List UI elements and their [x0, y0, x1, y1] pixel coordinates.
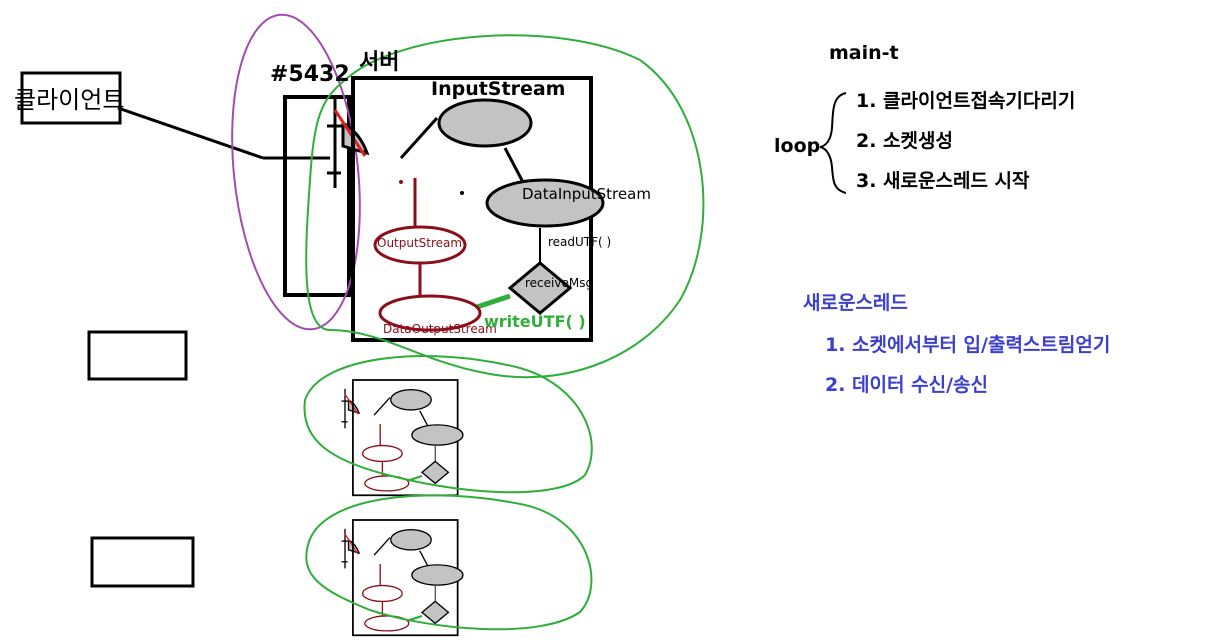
data-output-stream-label: DataOutputStream — [383, 322, 497, 336]
thread-title: 새로운스레드 — [803, 292, 908, 314]
green-loop-copy-1 — [303, 355, 593, 494]
client-box — [20, 71, 122, 125]
step-2: 2. 소켓생성 — [856, 130, 953, 152]
thread-step-1: 1. 소켓에서부터 입/출력스트림얻기 — [825, 334, 1111, 356]
dot — [399, 180, 403, 184]
port-label: #5432 — [270, 62, 350, 87]
dot — [460, 191, 464, 195]
green-loop-main — [305, 34, 705, 379]
input-stream-label: InputStream — [431, 78, 566, 100]
data-input-stream-label: DataInputStream — [522, 185, 651, 203]
loop-label: loop — [774, 135, 821, 157]
green-loop-copy-2 — [305, 494, 593, 631]
client-box-3 — [90, 536, 195, 588]
client-box-2 — [87, 330, 188, 381]
thread-step-2: 2. 데이터 수신/송신 — [825, 374, 988, 396]
main-title: main-t — [829, 42, 899, 64]
read-utf-label: readUTF( ) — [548, 235, 612, 249]
purple-loop — [231, 13, 361, 331]
client-connection-line — [117, 106, 264, 160]
server-main — [327, 78, 603, 340]
loop-brace — [819, 92, 847, 194]
receive-msg-label: receiveMsg — [525, 276, 594, 290]
port-box — [283, 95, 351, 297]
output-stream-label: OutputStream — [377, 236, 463, 250]
server-label: 서버 — [359, 50, 400, 75]
step-1: 1. 클라이언트접속기다리기 — [856, 90, 1076, 112]
client-label: 클라이언트 — [14, 86, 125, 114]
step-3: 3. 새로운스레드 시작 — [856, 170, 1030, 192]
write-utf-label: writeUTF( ) — [484, 312, 586, 331]
